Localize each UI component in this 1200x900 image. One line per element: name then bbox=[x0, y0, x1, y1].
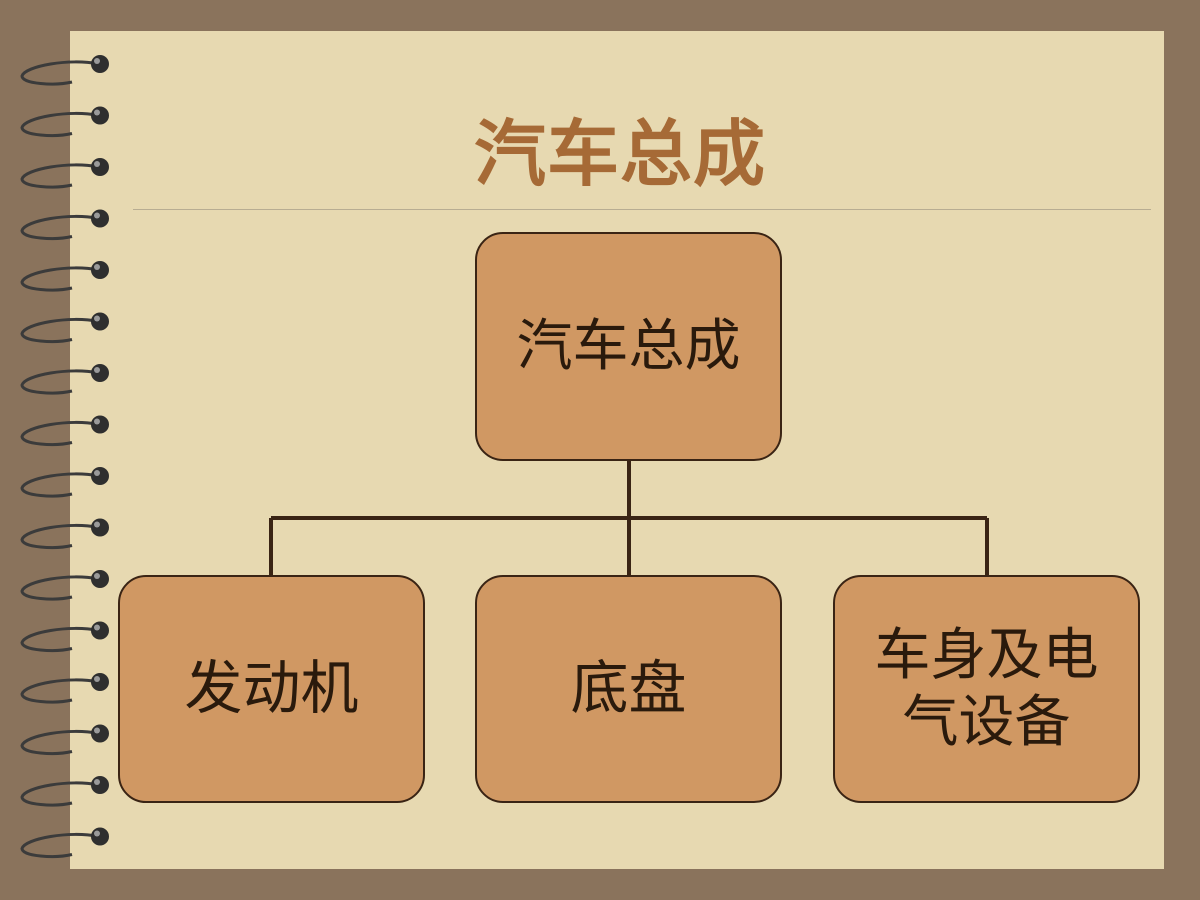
page-title: 汽车总成 bbox=[473, 112, 766, 196]
spiral-ring bbox=[20, 832, 99, 858]
spiral-ring bbox=[20, 369, 99, 395]
spiral-ring bbox=[20, 781, 99, 807]
binding-hole-highlight bbox=[94, 521, 100, 528]
binding-hole-highlight bbox=[94, 161, 100, 167]
binding-hole-highlight bbox=[94, 727, 100, 734]
spiral-ring bbox=[20, 214, 99, 240]
binding-hole-highlight bbox=[94, 109, 100, 116]
spiral-ring bbox=[20, 678, 99, 704]
binding-hole-highlight bbox=[94, 367, 100, 373]
spiral-ring bbox=[20, 729, 99, 755]
child-node-label: 底盘 bbox=[570, 654, 687, 723]
spiral-binding bbox=[20, 55, 109, 858]
binding-hole-highlight bbox=[94, 676, 100, 682]
binding-hole-highlight bbox=[94, 315, 100, 322]
binding-hole-highlight bbox=[94, 470, 100, 476]
spiral-ring bbox=[20, 111, 99, 137]
spiral-ring bbox=[20, 266, 99, 292]
binding-hole-highlight bbox=[94, 573, 100, 579]
binding-hole-highlight bbox=[94, 212, 100, 219]
title-divider bbox=[133, 209, 1151, 210]
binding-hole-highlight bbox=[94, 418, 100, 425]
root-node-label: 汽车总成 bbox=[516, 313, 741, 379]
binding-hole-highlight bbox=[94, 779, 100, 785]
child-node-label: 车身及电气设备 bbox=[874, 622, 1099, 755]
child-node-body-electrical: 车身及电气设备 bbox=[833, 575, 1140, 803]
child-node-engine: 发动机 bbox=[118, 575, 425, 803]
spiral-ring bbox=[20, 420, 99, 446]
child-node-label: 发动机 bbox=[184, 654, 359, 723]
binding-hole-highlight bbox=[94, 624, 100, 631]
spiral-ring bbox=[20, 60, 99, 86]
binding-hole-highlight bbox=[94, 58, 100, 64]
binding-hole-highlight bbox=[94, 830, 100, 837]
spiral-ring bbox=[20, 575, 99, 601]
spiral-ring bbox=[20, 317, 99, 343]
spiral-ring bbox=[20, 472, 99, 498]
spiral-ring bbox=[20, 163, 99, 189]
spiral-ring bbox=[20, 626, 99, 652]
binding-hole-highlight bbox=[94, 264, 100, 270]
root-node: 汽车总成 bbox=[475, 232, 782, 461]
child-node-chassis: 底盘 bbox=[475, 575, 782, 803]
spiral-ring bbox=[20, 523, 99, 549]
